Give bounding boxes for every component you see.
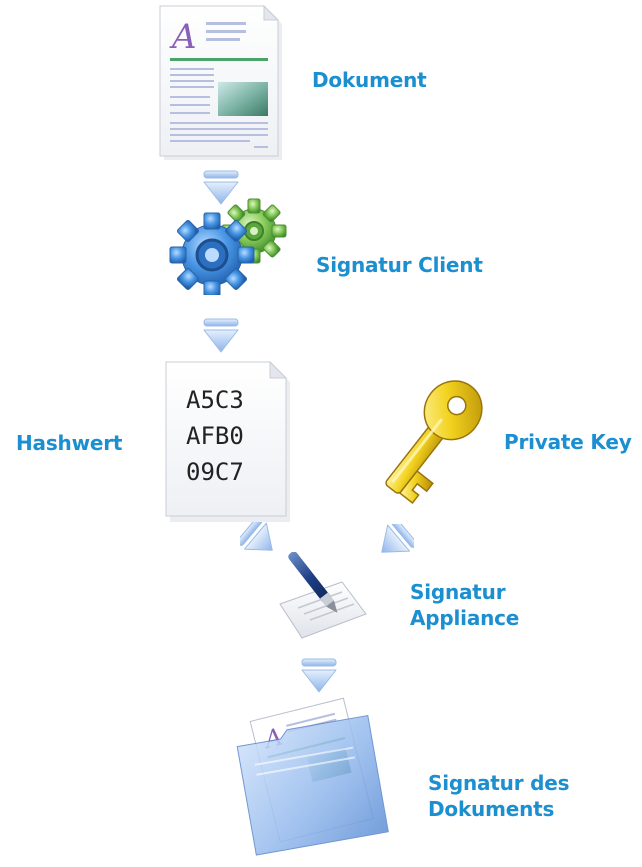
hash-line-3: 09C7 (186, 458, 244, 486)
label-hashwert-text: Hashwert (16, 431, 123, 455)
label-private-key-text: Private Key (504, 430, 632, 454)
label-signatur-des-dokuments-line2: Dokuments (428, 797, 555, 821)
diagonal-arrow-icon (236, 516, 280, 563)
diagonal-arrow-icon (374, 518, 418, 565)
document-icon: A (156, 0, 286, 160)
label-private-key: Private Key (504, 429, 632, 455)
down-arrow-icon (201, 318, 241, 359)
hash-line-1: A5C3 (186, 386, 244, 414)
hash-document-icon: A5C3 AFB0 09C7 (160, 356, 296, 522)
signed-document-folder-icon: A (228, 694, 398, 864)
key-icon (352, 370, 500, 520)
down-arrow-icon (201, 170, 241, 211)
label-signatur-des-dokuments: Signatur des Dokuments (428, 770, 570, 822)
label-signatur-des-dokuments-line1: Signatur des (428, 771, 570, 795)
down-arrow-icon (299, 658, 339, 699)
signing-pen-icon (272, 552, 372, 642)
label-dokument-text: Dokument (312, 68, 427, 92)
hash-line-2: AFB0 (186, 422, 244, 450)
label-signatur-appliance: Signatur Appliance (410, 579, 519, 631)
gears-icon (168, 195, 294, 295)
svg-text:A: A (169, 17, 197, 57)
label-signatur-appliance-line2: Appliance (410, 606, 520, 630)
label-hashwert: Hashwert (16, 430, 122, 456)
label-signatur-appliance-line1: Signatur (410, 580, 506, 604)
label-signatur-client-text: Signatur Client (316, 253, 483, 277)
label-signatur-client: Signatur Client (316, 252, 483, 278)
label-dokument: Dokument (312, 67, 427, 93)
